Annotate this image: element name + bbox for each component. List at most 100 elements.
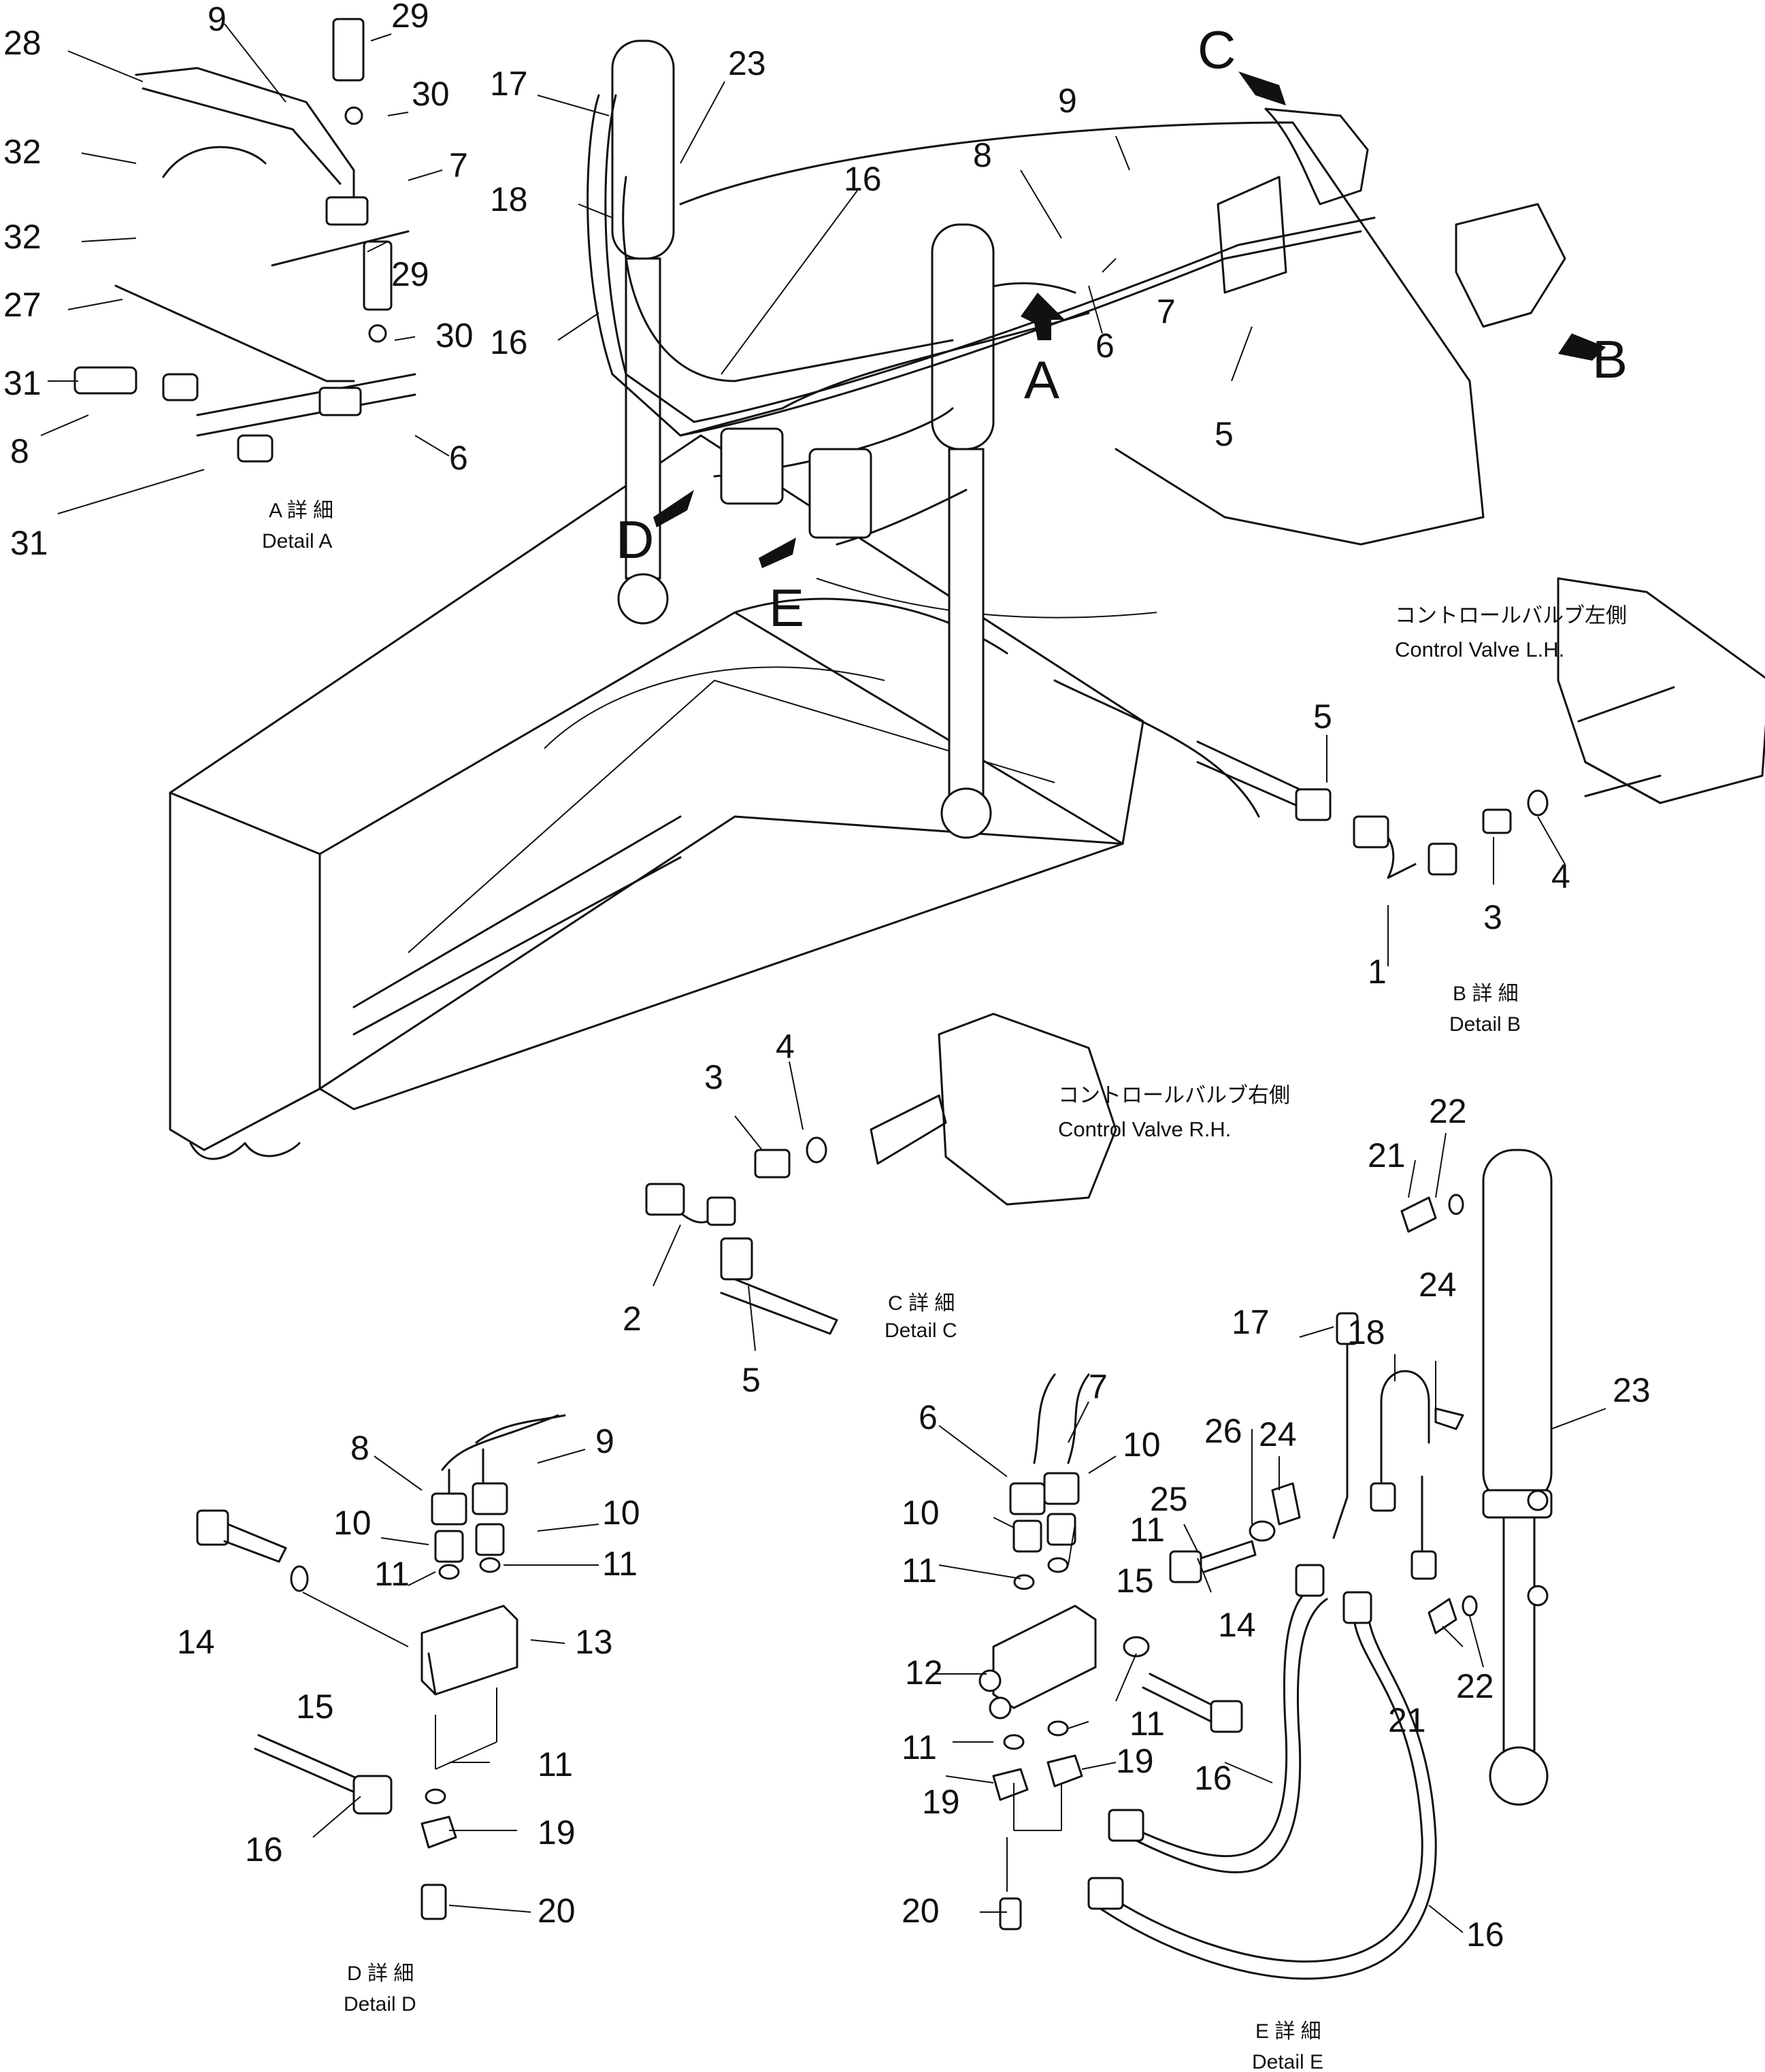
- valve-lh-jp: コントロールバルブ左側: [1395, 604, 1627, 627]
- callout: 11: [602, 1545, 638, 1583]
- detail-c-en: Detail C: [885, 1319, 957, 1342]
- callout: 21: [1388, 1701, 1426, 1739]
- view-letter-d: D: [616, 510, 654, 570]
- callout: 20: [902, 1892, 940, 1930]
- callout: 20: [538, 1892, 576, 1930]
- callout: 11: [1129, 1705, 1165, 1743]
- detail-e-en: Detail E: [1252, 2051, 1323, 2072]
- callout: 7: [449, 146, 468, 184]
- callout: 22: [1456, 1667, 1494, 1705]
- callout: 5: [742, 1361, 761, 1399]
- callout: 9: [208, 0, 227, 38]
- callout: 32: [3, 133, 42, 171]
- callout: 9: [595, 1422, 614, 1460]
- callout: 21: [1368, 1136, 1406, 1174]
- callout: 1: [1368, 953, 1387, 991]
- callout: 19: [922, 1783, 960, 1821]
- callout: 32: [3, 218, 42, 256]
- callout: 18: [1347, 1313, 1385, 1351]
- detail-e-jp: E 詳 細: [1255, 2020, 1321, 2043]
- callout: 16: [1194, 1759, 1232, 1797]
- callout: 10: [602, 1494, 640, 1532]
- callout: 15: [1116, 1562, 1154, 1600]
- main-assembly: [169, 39, 1566, 1160]
- callout: 4: [1551, 857, 1570, 895]
- callout: 3: [704, 1058, 723, 1096]
- callout: 19: [1116, 1742, 1154, 1780]
- detail-b: 5 4 3 1 コントロールバルブ左側 Control Valve L.H. B…: [1196, 577, 1765, 1036]
- callout: 10: [902, 1494, 940, 1532]
- callout: 30: [412, 75, 450, 113]
- detail-d: 8 9 10 10 11 11 14 15 13 11 19 16 20 D 詳…: [177, 1414, 640, 2016]
- callout: 11: [538, 1745, 573, 1783]
- view-arrows: [653, 71, 1606, 568]
- callout: 23: [728, 44, 766, 82]
- detail-d-en: Detail D: [344, 1993, 416, 2016]
- callout: 10: [1123, 1426, 1161, 1464]
- callout: 3: [1483, 898, 1502, 936]
- callout: 29: [391, 255, 429, 293]
- arrow-e: [759, 538, 796, 568]
- callout: 14: [177, 1623, 215, 1661]
- callout: 16: [245, 1830, 283, 1869]
- callout: 25: [1150, 1480, 1188, 1518]
- callout: 31: [3, 364, 42, 402]
- callout: 10: [333, 1504, 372, 1542]
- view-letter-a: A: [1024, 350, 1059, 410]
- callout: 23: [1613, 1371, 1651, 1409]
- detail-a-jp: A 詳 細: [269, 499, 333, 522]
- callout: 6: [449, 439, 468, 477]
- callout: 12: [905, 1654, 943, 1692]
- callout: 22: [1429, 1092, 1467, 1130]
- callout: 17: [1232, 1303, 1270, 1341]
- callout: 7: [1089, 1368, 1108, 1406]
- valve-lh-en: Control Valve L.H.: [1395, 638, 1564, 661]
- callout: 28: [3, 24, 42, 62]
- callout: 18: [490, 180, 528, 218]
- callout: 14: [1218, 1606, 1256, 1644]
- callout: 17: [490, 65, 528, 103]
- detail-b-jp: B 詳 細: [1453, 983, 1519, 1005]
- callout: 26: [1204, 1412, 1242, 1450]
- callout: 16: [490, 323, 528, 361]
- callout: 29: [391, 0, 429, 35]
- detail-c: 4 3 2 5 コントロールバルブ右側 Control Valve R.H. C…: [623, 1013, 1290, 1399]
- detail-c-jp: C 詳 細: [888, 1292, 955, 1315]
- callout: 5: [1313, 697, 1332, 736]
- callout: 6: [1095, 327, 1115, 365]
- valve-rh-jp: コントロールバルブ右側: [1058, 1083, 1290, 1107]
- callout: 11: [374, 1555, 410, 1593]
- valve-rh-en: Control Valve R.H.: [1058, 1117, 1231, 1141]
- arrow-b: [1558, 333, 1606, 361]
- arrow-c: [1238, 71, 1286, 105]
- view-letter-b: B: [1592, 329, 1628, 389]
- arrow-a: [1021, 293, 1065, 340]
- callout: 16: [844, 160, 882, 198]
- detail-d-jp: D 詳 細: [347, 1962, 414, 1985]
- callout: 24: [1259, 1415, 1297, 1453]
- callout: 8: [10, 432, 29, 470]
- callout: 11: [1129, 1511, 1165, 1549]
- detail-b-en: Detail B: [1449, 1013, 1521, 1036]
- detail-a: 28 9 29 30 7 32 32 29 30 27 31 8 31 6 A …: [3, 0, 474, 562]
- callout: 31: [10, 524, 48, 562]
- detail-a-en: Detail A: [262, 530, 332, 553]
- callout: 2: [623, 1300, 642, 1338]
- callout: 8: [350, 1429, 369, 1467]
- callout: 27: [3, 286, 42, 324]
- detail-e: 22 21 17 18 24 23 6 7 10 10 26 24 25 11 …: [902, 1092, 1651, 2072]
- callout: 30: [435, 316, 474, 355]
- callout: 11: [902, 1551, 937, 1590]
- callout: 6: [919, 1398, 938, 1436]
- callout: 7: [1157, 293, 1176, 331]
- view-letter-e: E: [769, 578, 804, 638]
- callout: 8: [973, 136, 992, 174]
- callout: 15: [296, 1688, 334, 1726]
- callout: 4: [776, 1027, 795, 1066]
- callout: 13: [575, 1623, 613, 1661]
- callout: 24: [1419, 1266, 1457, 1304]
- main-callouts: 17 23 18 16 16 9 8 7 6 5: [490, 44, 1253, 453]
- arrow-d: [653, 490, 694, 527]
- callout: 11: [902, 1728, 937, 1766]
